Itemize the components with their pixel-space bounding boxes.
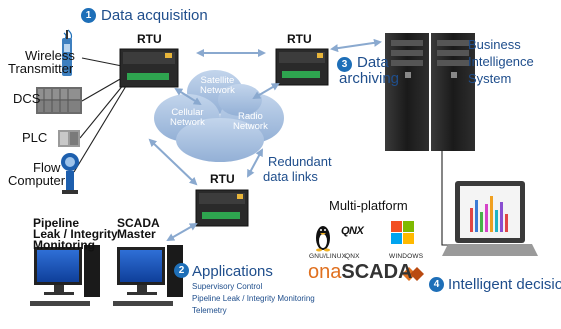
brand-prefix: ona bbox=[308, 261, 342, 283]
flow-computer-device bbox=[61, 153, 79, 194]
field-connections bbox=[73, 57, 127, 173]
laptop-computer bbox=[442, 181, 538, 256]
scada-label-line2: Master bbox=[117, 227, 156, 241]
step-3-label-line1: Data bbox=[357, 54, 389, 71]
bi-label-line3: System bbox=[468, 71, 512, 86]
wireless-transmitter-device bbox=[62, 30, 72, 76]
rtu-top-left-box bbox=[119, 48, 179, 88]
bi-label-line1: Business bbox=[468, 37, 521, 52]
onascada-diamond-icon bbox=[402, 267, 424, 281]
pipeline-label-line1: Pipeline bbox=[33, 216, 80, 230]
brand-suffix: SCADA bbox=[341, 261, 413, 283]
windows-logo-icon bbox=[391, 221, 414, 244]
step-3-label-line2: archiving bbox=[339, 70, 400, 87]
qnx-logo-icon: QNX bbox=[341, 225, 364, 237]
step-1-label: Data acquisition bbox=[101, 7, 208, 24]
dcs-label: DCS bbox=[13, 91, 41, 106]
pipeline-label-line3: Monitoring bbox=[33, 238, 95, 252]
dcs-rack-device bbox=[36, 87, 82, 114]
laptop-bar-chart-icon bbox=[470, 196, 508, 232]
cellular-line1: Cellular bbox=[171, 107, 204, 118]
redundant-left-arrow bbox=[148, 138, 198, 186]
pipeline-workstation bbox=[30, 245, 100, 306]
application-item: Supervisory Control bbox=[192, 282, 263, 291]
archive-server-tower bbox=[385, 33, 429, 151]
radio-line1: Radio bbox=[238, 111, 263, 122]
wireless-link-line bbox=[81, 57, 123, 67]
scada-workstation bbox=[113, 245, 183, 306]
redundant-right-arrow bbox=[247, 148, 263, 178]
step-4-label: Intelligent decisions bbox=[448, 276, 561, 293]
rtu-cloud-link-arrow bbox=[174, 87, 202, 106]
dcs-link-line bbox=[81, 77, 123, 102]
rtu-bottom-box bbox=[195, 189, 249, 227]
step-3-badge: 3 bbox=[337, 57, 352, 72]
cellular-network-label: Cellular Network bbox=[170, 108, 205, 128]
flow-link-line bbox=[73, 85, 127, 173]
radio-network-label: Radio Network bbox=[233, 112, 268, 132]
archiving-arrow bbox=[330, 38, 382, 53]
step-2-label: Applications bbox=[192, 263, 273, 280]
data-link-arrows bbox=[148, 38, 382, 241]
application-item: Telemetry bbox=[192, 306, 227, 315]
linux-tux-icon bbox=[316, 226, 330, 252]
cellular-line2: Network bbox=[170, 116, 205, 128]
satellite-network-label: Satellite Network bbox=[200, 76, 235, 96]
radio-line2: Network bbox=[233, 120, 268, 132]
satellite-line2: Network bbox=[200, 84, 235, 96]
satellite-line1: Satellite bbox=[200, 75, 235, 86]
plc-link-line bbox=[79, 83, 125, 139]
multiplatform-title: Multi-platform bbox=[329, 198, 408, 213]
rtu-bottom-label: RTU bbox=[210, 172, 235, 186]
flow-label-line1: Flow bbox=[33, 160, 61, 175]
wireless-label-line1: Wireless bbox=[25, 48, 75, 63]
os-label-linux: GNU/LINUX bbox=[309, 253, 347, 260]
rtu-top-left-label: RTU bbox=[137, 32, 162, 46]
step-4-badge: 4 bbox=[429, 277, 444, 292]
step-1-badge: 1 bbox=[81, 8, 96, 23]
redundant-label-line1: Redundant bbox=[268, 154, 332, 169]
os-label-windows: WINDOWS bbox=[389, 253, 424, 260]
bi-label-line2: Intelligence bbox=[468, 54, 534, 69]
onascada-brand: onaSCADA bbox=[308, 262, 413, 282]
rtu-top-right-box bbox=[275, 48, 329, 86]
scada-label-line1: SCADA bbox=[117, 216, 160, 230]
os-label-qnx: QNX bbox=[345, 253, 360, 260]
bi-server-tower bbox=[431, 33, 475, 151]
plc-device bbox=[58, 130, 80, 147]
applications-arrow bbox=[166, 223, 198, 241]
flow-label-line2: Computer bbox=[8, 173, 66, 188]
rtu-top-right-label: RTU bbox=[287, 32, 312, 46]
pipeline-label-line2: Leak / Integrity bbox=[33, 227, 118, 241]
plc-label: PLC bbox=[22, 130, 48, 145]
step-2-badge: 2 bbox=[174, 263, 189, 278]
redundant-label-line2: data links bbox=[263, 169, 318, 184]
rtu-right-cloud-arrow bbox=[252, 82, 280, 100]
wireless-label-line2: Transmitter bbox=[8, 61, 74, 76]
application-item: Pipeline Leak / Integrity Monitoring bbox=[192, 294, 315, 303]
